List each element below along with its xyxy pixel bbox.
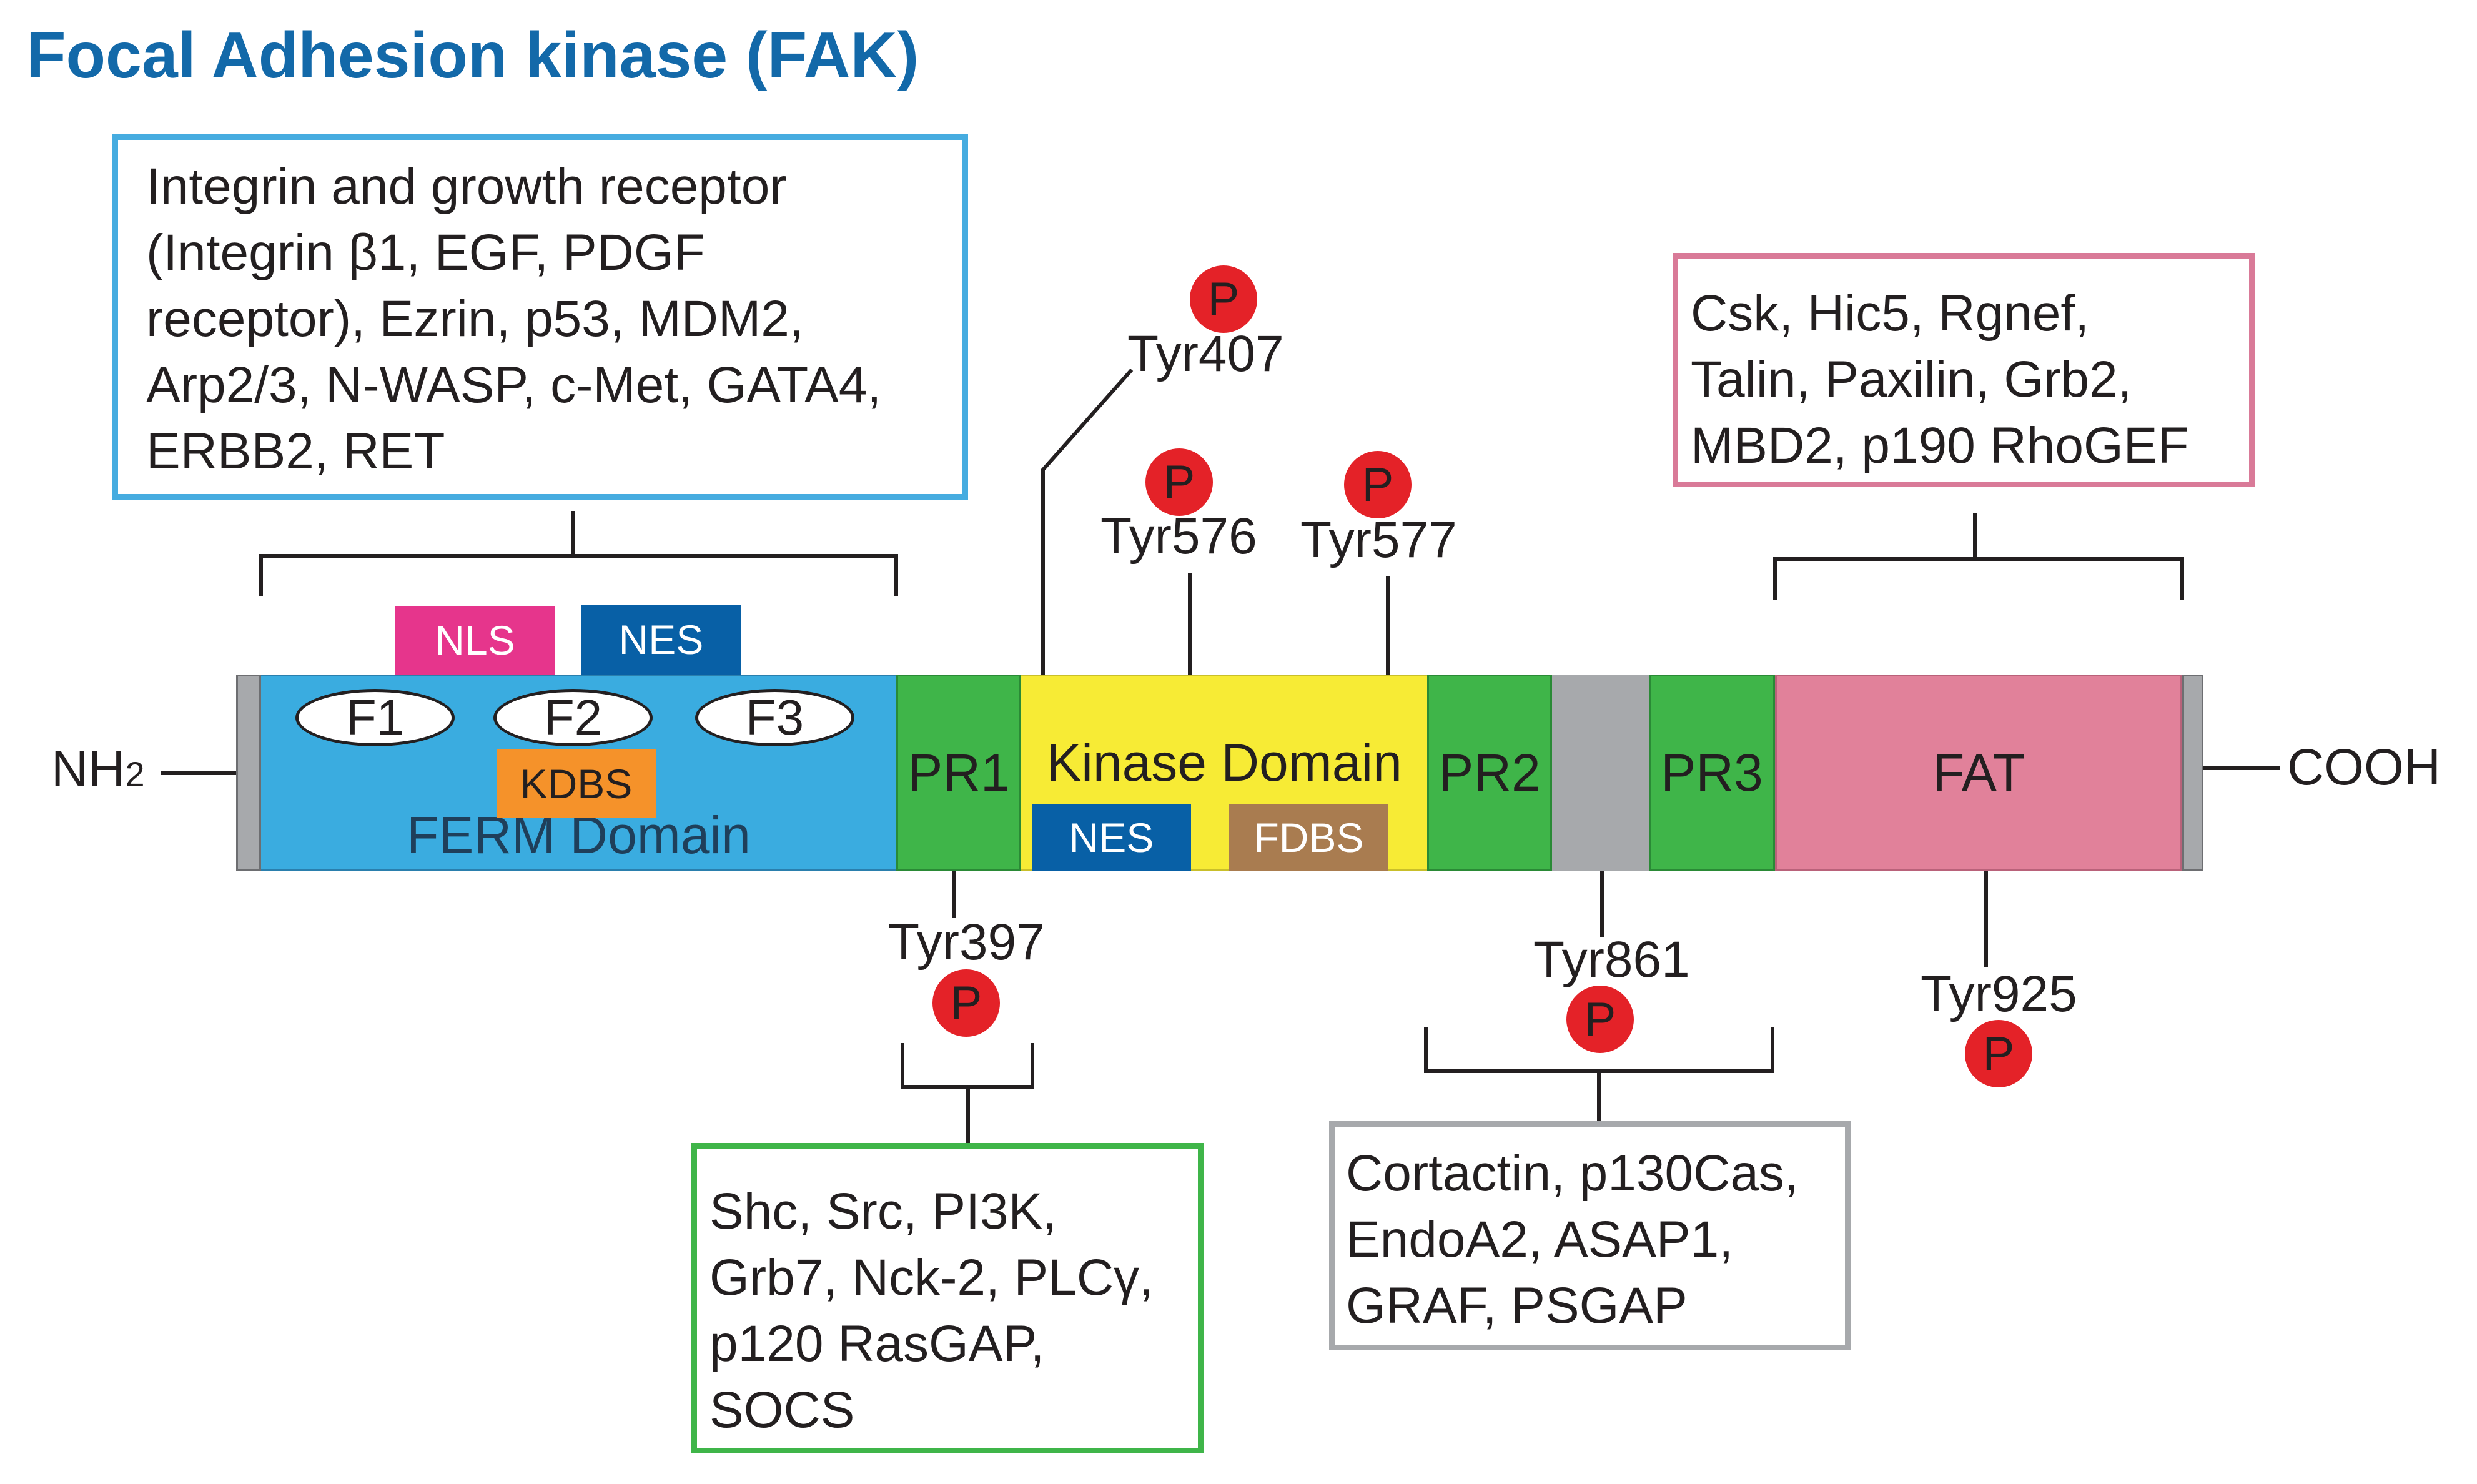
kdbs-label: KDBS <box>520 761 633 807</box>
pr3-domain: PR3 <box>1649 675 1775 871</box>
tyr397-label: Tyr397 <box>888 914 1045 971</box>
ferm-nes-label: NES <box>618 616 704 663</box>
pr3-label: PR3 <box>1661 743 1763 802</box>
n-cap <box>236 675 261 871</box>
fdbs-label: FDBS <box>1253 814 1364 861</box>
fat-bracket <box>1773 557 2184 600</box>
pr-tail-interactors-box: Cortactin, p130Cas, EndoA2, ASAP1, GRAF,… <box>1329 1121 1851 1350</box>
kinase-domain-label: Kinase Domain <box>1046 733 1402 792</box>
n-terminus-subscript: 2 <box>125 754 145 794</box>
nls-label: NLS <box>435 617 515 663</box>
diagram-title: Focal Adhesion kinase (FAK) <box>26 19 919 92</box>
tyr407-phospho-icon: P <box>1190 265 1257 333</box>
kinase-nes-label: NES <box>1069 814 1154 861</box>
linker-region <box>1552 675 1649 871</box>
f3-lobe: F3 <box>695 689 854 746</box>
tyr397-interactors-text: Shc, Src, PI3K, Grb7, Nck-2, PLCγ, p120 … <box>709 1183 1154 1438</box>
pr1-domain: PR1 <box>896 675 1021 871</box>
tyr576-p: P <box>1163 455 1195 509</box>
f1-lobe: F1 <box>295 689 455 746</box>
tyr576-phospho-icon: P <box>1145 448 1213 516</box>
pr2-label: PR2 <box>1438 743 1541 802</box>
tyr577-p: P <box>1362 458 1394 512</box>
f2-lobe: F2 <box>493 689 653 746</box>
c-cap <box>2182 675 2203 871</box>
tyr577-phospho-icon: P <box>1344 451 1412 518</box>
tyr576-label: Tyr576 <box>1100 508 1257 565</box>
n-terminus-text: NH <box>51 741 126 798</box>
ferm-nes-tag: NES <box>581 605 741 675</box>
n-terminus-label: NH2 <box>51 740 145 799</box>
kinase-nes-tag: NES <box>1032 804 1191 871</box>
tyr577-label: Tyr577 <box>1300 512 1457 568</box>
pr-tail-interactors-text: Cortactin, p130Cas, EndoA2, ASAP1, GRAF,… <box>1346 1145 1799 1334</box>
ferm-interactors-box: Integrin and growth receptor (Integrin β… <box>112 134 968 500</box>
f1-label: F1 <box>345 690 405 745</box>
tyr397-p: P <box>950 976 982 1030</box>
kdbs-tag: KDBS <box>497 749 656 818</box>
ferm-bracket <box>259 554 898 596</box>
fat-interactors-text: Csk, Hic5, Rgnef, Talin, Paxilin, Grb2, … <box>1691 285 2189 474</box>
fdbs-tag: FDBS <box>1229 804 1388 871</box>
fat-label: FAT <box>1932 743 2025 802</box>
tyr861-label: Tyr861 <box>1533 931 1690 988</box>
ferm-interactors-text: Integrin and growth receptor (Integrin β… <box>146 158 882 480</box>
tyr925-p: P <box>1982 1027 2015 1081</box>
nls-tag: NLS <box>395 606 555 675</box>
tyr925-label: Tyr925 <box>1921 966 2077 1022</box>
c-terminus-label: COOH <box>2287 739 2441 796</box>
fat-interactors-box: Csk, Hic5, Rgnef, Talin, Paxilin, Grb2, … <box>1673 253 2255 487</box>
f3-label: F3 <box>745 690 804 745</box>
f2-label: F2 <box>543 690 603 745</box>
tyr397-bracket <box>901 1043 1034 1089</box>
tyr407-label: Tyr407 <box>1127 325 1284 382</box>
tyr397-phospho-icon: P <box>932 969 1000 1037</box>
tyr407-leader <box>1041 369 1134 675</box>
tyr925-phospho-icon: P <box>1965 1020 2032 1087</box>
tyr861-phospho-icon: P <box>1566 986 1634 1053</box>
pr2-domain: PR2 <box>1427 675 1552 871</box>
fat-domain: FAT <box>1775 675 2182 871</box>
tyr861-p: P <box>1584 992 1616 1046</box>
pr1-label: PR1 <box>907 743 1010 802</box>
tyr397-interactors-box: Shc, Src, PI3K, Grb7, Nck-2, PLCγ, p120 … <box>691 1143 1204 1453</box>
tyr407-p: P <box>1207 272 1240 326</box>
